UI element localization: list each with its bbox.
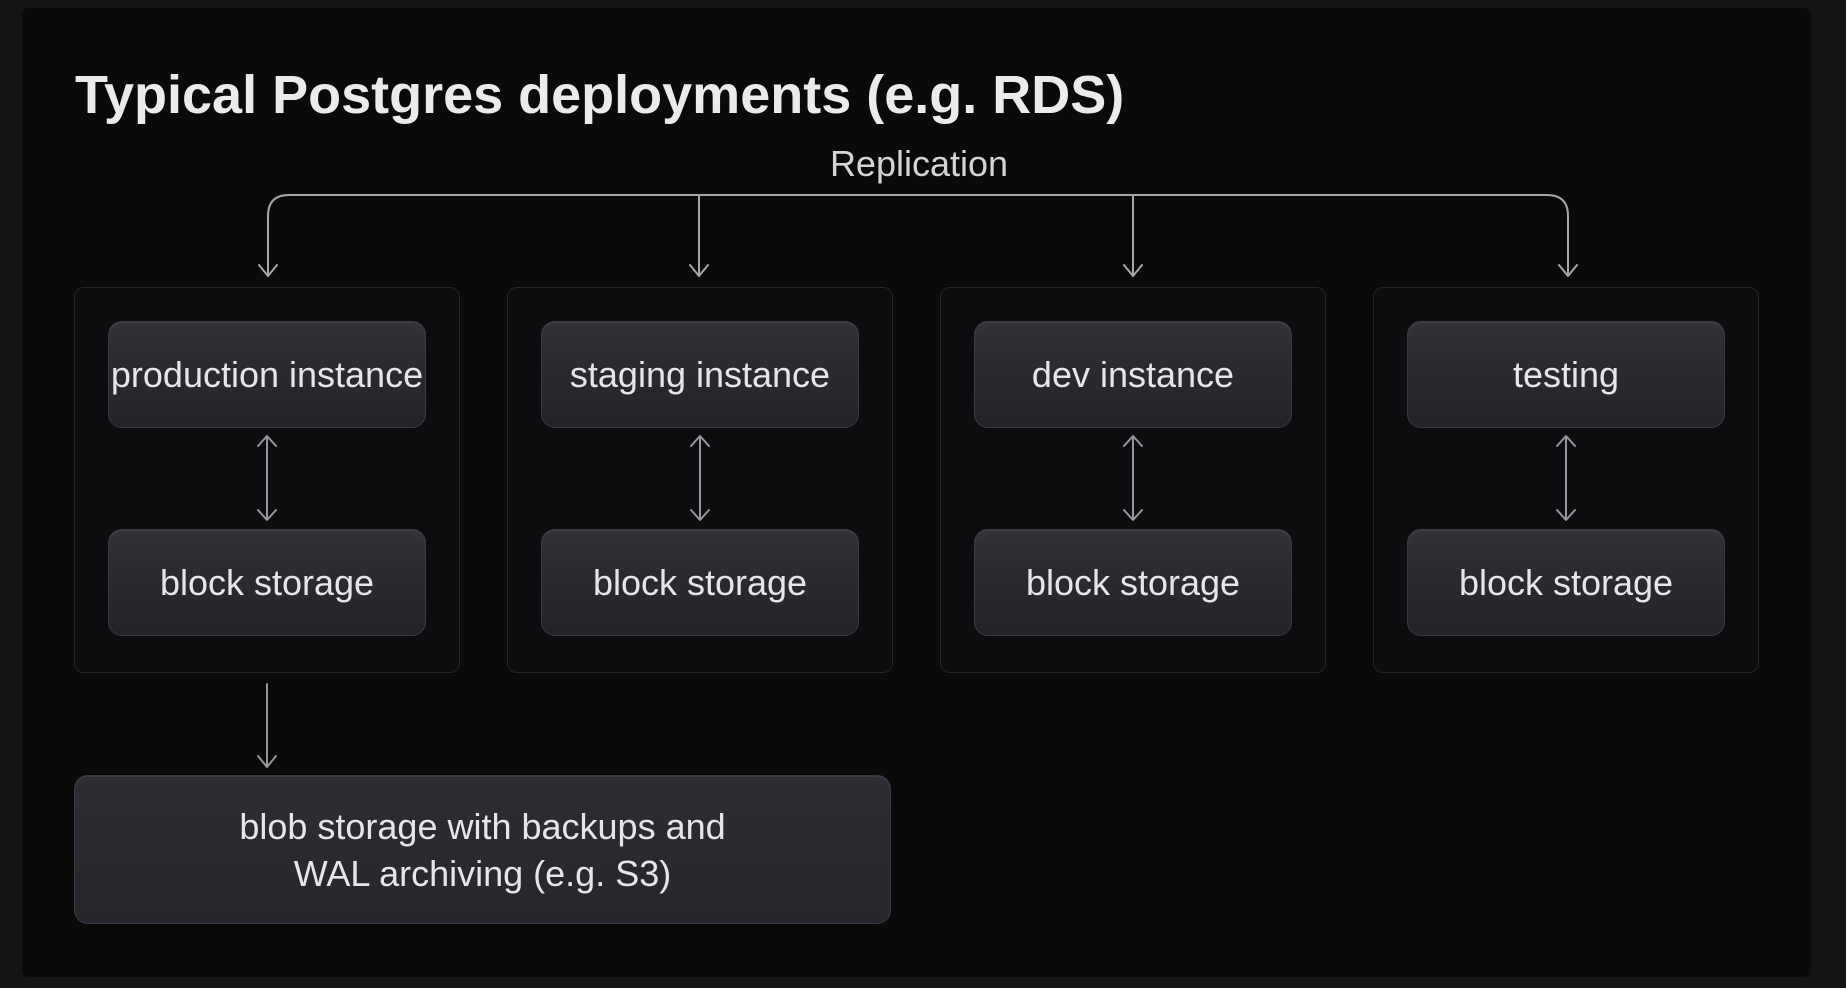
block-storage-label: block storage — [159, 561, 375, 603]
production-instance-label: production instance — [110, 353, 424, 395]
bidirectional-arrow-path — [1556, 435, 1576, 521]
page-title: Typical Postgres deployments (e.g. RDS) — [75, 65, 1125, 125]
bidirectional-arrow-icon — [690, 435, 710, 521]
dev-instance-box: dev instance — [974, 321, 1292, 428]
bidirectional-arrow-icon — [1123, 435, 1143, 521]
blob-storage-label-line1: blob storage with backups and — [239, 805, 726, 847]
block-storage-box-dev: block storage — [974, 529, 1292, 636]
bidirectional-arrow-path — [257, 435, 277, 521]
staging-instance-box: staging instance — [541, 321, 859, 428]
block-storage-label: block storage — [592, 561, 808, 603]
group-container-dev: dev instance block storage — [940, 287, 1326, 673]
bidirectional-arrow-path — [690, 435, 710, 521]
group-container-staging: staging instance block storage — [507, 287, 893, 673]
block-storage-box-staging: block storage — [541, 529, 859, 636]
block-storage-label: block storage — [1025, 561, 1241, 603]
group-container-testing: testing block storage — [1373, 287, 1759, 673]
block-storage-box-production: block storage — [108, 529, 426, 636]
bidirectional-arrow-icon — [1556, 435, 1576, 521]
staging-instance-label: staging instance — [569, 353, 831, 395]
testing-instance-box: testing — [1407, 321, 1725, 428]
dev-instance-label: dev instance — [1031, 353, 1235, 395]
blob-storage-label-line2: WAL archiving (e.g. S3) — [293, 852, 672, 894]
group-container-production: production instance block storage — [74, 287, 460, 673]
bidirectional-arrow-icon — [257, 435, 277, 521]
block-storage-label: block storage — [1458, 561, 1674, 603]
down-arrow-icon — [257, 683, 277, 768]
production-instance-box: production instance — [108, 321, 426, 428]
replication-label: Replication — [829, 143, 1009, 184]
down-arrow-path — [257, 683, 277, 768]
block-storage-box-testing: block storage — [1407, 529, 1725, 636]
bidirectional-arrow-path — [1123, 435, 1143, 521]
blob-storage-box: blob storage with backups and WAL archiv… — [74, 775, 891, 924]
testing-instance-label: testing — [1512, 353, 1620, 395]
